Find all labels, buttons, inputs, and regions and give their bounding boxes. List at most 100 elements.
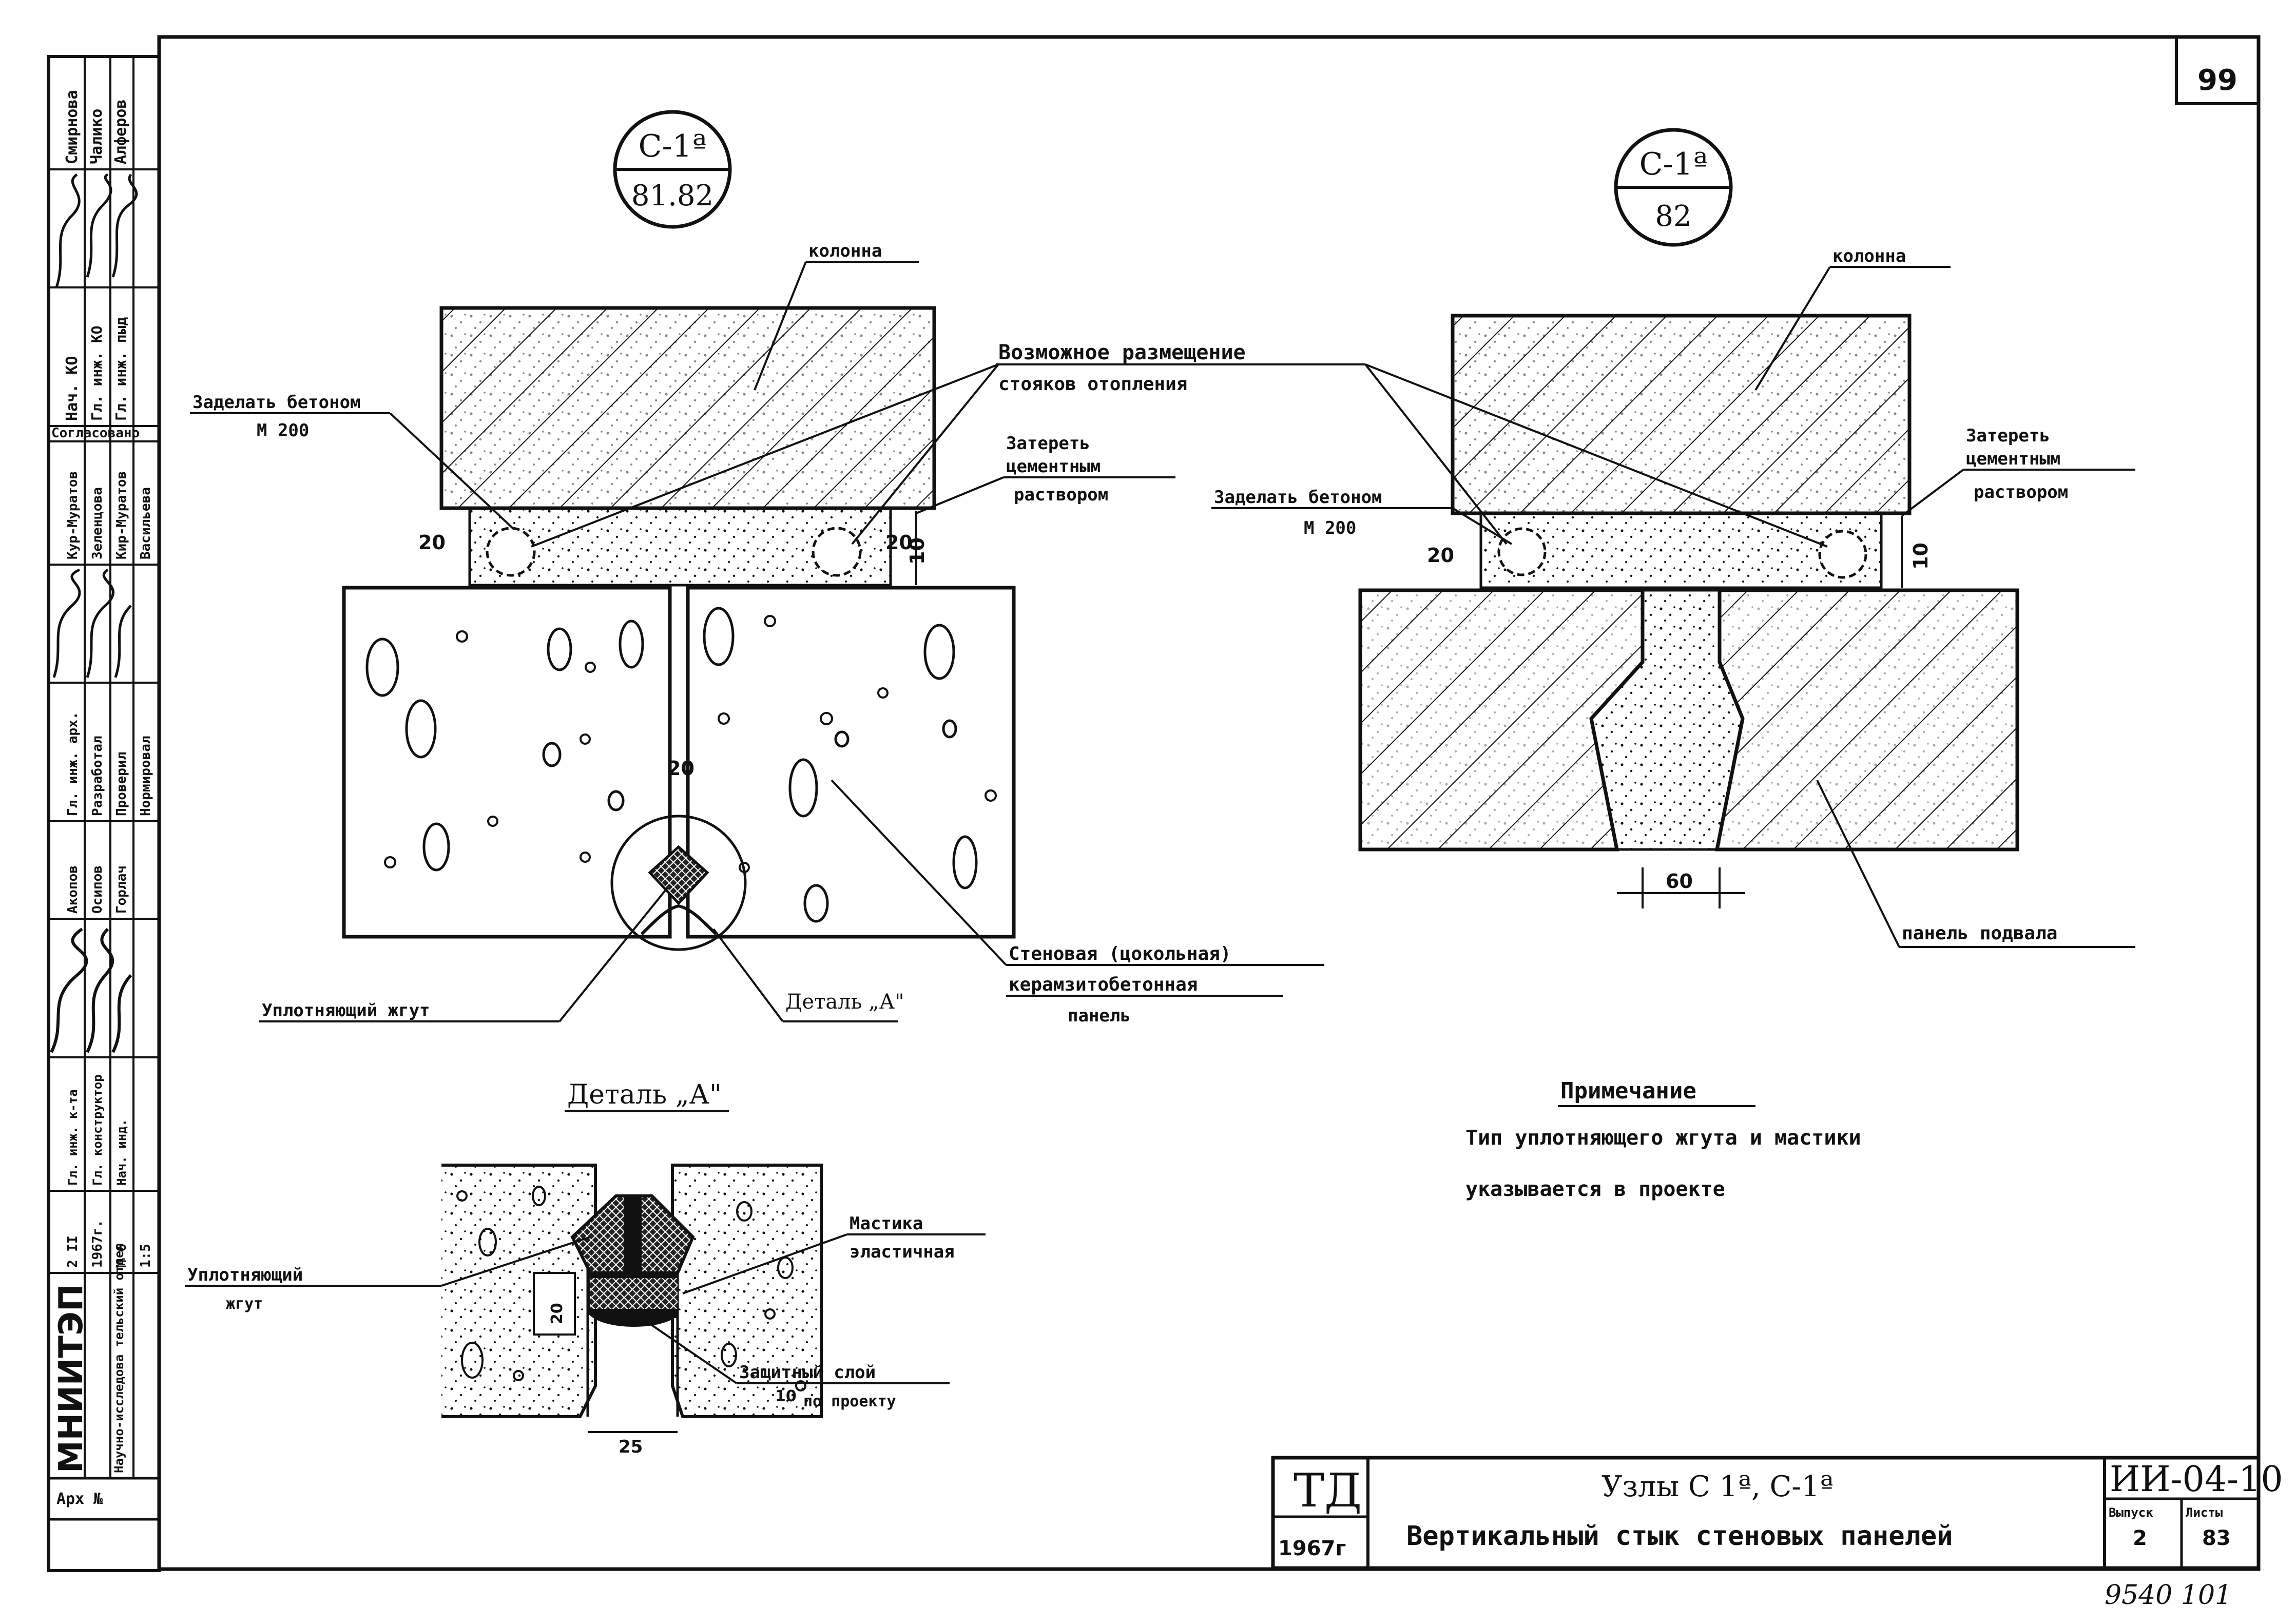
- stamp-name-2: Чалико: [88, 109, 106, 164]
- label-grout-2: цементным: [1966, 449, 2060, 469]
- stamp-role3-2: Гл. конструктор: [90, 1074, 105, 1186]
- dim-10: 10: [1909, 543, 1932, 570]
- label-grout-1: Затереть: [1966, 426, 2050, 446]
- detail-a-circle: [610, 815, 747, 951]
- stamp-role3-1: Гл. инж. к-та: [66, 1089, 80, 1186]
- signature-squiggle: [111, 974, 132, 1053]
- title-td: ТД: [1294, 1464, 1362, 1518]
- handwritten-numbers: 9540 101: [2105, 1580, 2232, 1611]
- page-number: 99: [2197, 64, 2237, 97]
- signature-squiggle: [86, 173, 112, 278]
- label-grout-2: цементным: [1006, 456, 1101, 477]
- stamp-role2-1: Гл. инж. арх.: [65, 712, 81, 817]
- label-fill-concrete-1: Заделать бетоном: [192, 392, 361, 413]
- note-line-2: указывается в проекте: [1465, 1177, 1725, 1201]
- stamp-name2-3: Горлач: [114, 865, 129, 914]
- note-title: Примечание: [1560, 1078, 1696, 1104]
- stamp-name2-2: Осипов: [90, 865, 105, 914]
- dim-20: 20: [1427, 544, 1454, 567]
- label-sealing-2: жгут: [226, 1295, 263, 1313]
- callout-bottom: 81.82: [631, 179, 713, 212]
- callout-top: С-1ª: [639, 128, 707, 164]
- wall-panel: [686, 586, 1016, 939]
- detail-panel-right: [671, 1164, 823, 1418]
- stamp-agreed: Согласовано: [51, 426, 140, 441]
- title-line-1: Узлы С 1ª, С-1ª: [1602, 1470, 1833, 1503]
- dim-60: 60: [1666, 870, 1693, 893]
- grout-band: [1479, 512, 1883, 589]
- label-column: колонна: [1832, 246, 1906, 266]
- label-panel-1: Стеновая (цокольная): [1009, 943, 1231, 964]
- signature-squiggle: [111, 173, 138, 278]
- detail-panel-left: [441, 1164, 597, 1418]
- dim-20-mid: 20: [667, 757, 694, 780]
- riser-pipe: [1497, 527, 1547, 576]
- stamp-meta-4: 1:5: [138, 1244, 153, 1268]
- stamp-reviewer-4: Васильева: [138, 487, 153, 559]
- riser-pipe: [486, 527, 536, 577]
- signature-squiggle: [114, 605, 132, 678]
- stamp-role-2: Гл. инж. КО: [88, 326, 105, 421]
- stamp-role2-4: Нормировал: [138, 736, 153, 816]
- stamp-name2-1: Акопов: [65, 865, 81, 914]
- riser-pipe: [1818, 530, 1867, 579]
- stamp-role2-3: Проверил: [114, 752, 129, 816]
- label-mastic-2: эластичная: [850, 1242, 955, 1262]
- label-panel-3: панель: [1068, 1006, 1131, 1026]
- signature-squiggle: [50, 927, 88, 1053]
- stamp-archive: Арх №: [56, 1490, 103, 1508]
- stamp-role-1: Нач. КО: [63, 356, 81, 421]
- stamp-institute: МНИИТЭП: [52, 1284, 90, 1473]
- stamp-role-3: Гл. инж. пыд: [112, 317, 129, 421]
- note-block: Примечание Тип уплотняющего жгута и маст…: [1465, 1078, 1861, 1201]
- riser-pipe: [812, 527, 862, 577]
- signature-squiggle: [86, 927, 114, 1053]
- stamp-role3-3: Нач. инд.: [114, 1119, 129, 1186]
- detail-a-title: Деталь „А": [567, 1079, 722, 1110]
- signature-squiggle: [86, 568, 114, 678]
- label-grout-3: раствором: [1974, 482, 2068, 502]
- stamp-institute-sub: Научно-исследова тельский отдел: [112, 1243, 126, 1473]
- dim-10: 10: [775, 1387, 797, 1405]
- label-fill-concrete-2: М 200: [1304, 518, 1356, 538]
- signature-squiggle: [55, 173, 81, 288]
- label-mastic-1: Мастика: [850, 1213, 923, 1234]
- left-stamp: Смирнова Чалико Алферов Нач. КО Гл. инж.…: [49, 56, 159, 1521]
- label-detail-ref: Деталь „А": [785, 990, 904, 1014]
- left-joint-drawing: С-1ª 81.82: [190, 110, 1365, 1026]
- sealing-cord: [648, 845, 709, 905]
- dim-20: 20: [548, 1303, 566, 1324]
- signature-squiggle: [52, 568, 81, 678]
- label-panel: панель подвала: [1902, 923, 2057, 944]
- sheet-label: Листы: [2186, 1505, 2223, 1520]
- label-panel-2: керамзитобетонная: [1009, 974, 1198, 995]
- label-column: колонна: [808, 241, 882, 261]
- note-line-1: Тип уплотняющего жгута и мастики: [1465, 1126, 1861, 1150]
- wall-panel: [342, 586, 672, 939]
- dim-25: 25: [619, 1437, 643, 1457]
- stamp-role2-2: Разработал: [90, 736, 105, 816]
- stamp-reviewer-2: Зеленцова: [90, 487, 105, 559]
- stamp-name-3: Алферов: [112, 100, 130, 164]
- stamp-meta-1: 2 II: [65, 1235, 81, 1268]
- label-possible-1: Возможное размещение: [998, 341, 1246, 364]
- dim-20-right: 20: [885, 531, 913, 554]
- issue-label: Выпуск: [2109, 1505, 2153, 1520]
- label-fill-concrete-2: М 200: [257, 420, 309, 441]
- label-sealing-1: Уплотняющий: [187, 1265, 303, 1285]
- detail-a-drawing: Деталь „А" 20 25 10 Мастика: [185, 1079, 986, 1457]
- stamp-meta-3: М 6: [114, 1244, 129, 1268]
- stamp-reviewer-3: Кир-Муратов: [114, 471, 129, 559]
- sheet-value: 83: [2202, 1526, 2231, 1550]
- label-fill-concrete-1: Заделать бетоном: [1214, 487, 1382, 508]
- title-line-2: Вертикальный стык стеновых панелей: [1406, 1521, 1953, 1552]
- callout-top: С-1ª: [1639, 146, 1708, 182]
- label-protect-1: Защитный слой: [739, 1362, 876, 1383]
- dim-20-left: 20: [418, 531, 446, 554]
- label-possible-2: стояков отопления: [998, 374, 1187, 395]
- label-grout-1: Затереть: [1006, 433, 1090, 454]
- stamp-name-1: Смирнова: [63, 90, 81, 165]
- sheet-frame: [47, 35, 2261, 1572]
- right-joint-drawing: С-1ª 82 60 20 10 колонна Заделать бетоно…: [1211, 128, 2135, 948]
